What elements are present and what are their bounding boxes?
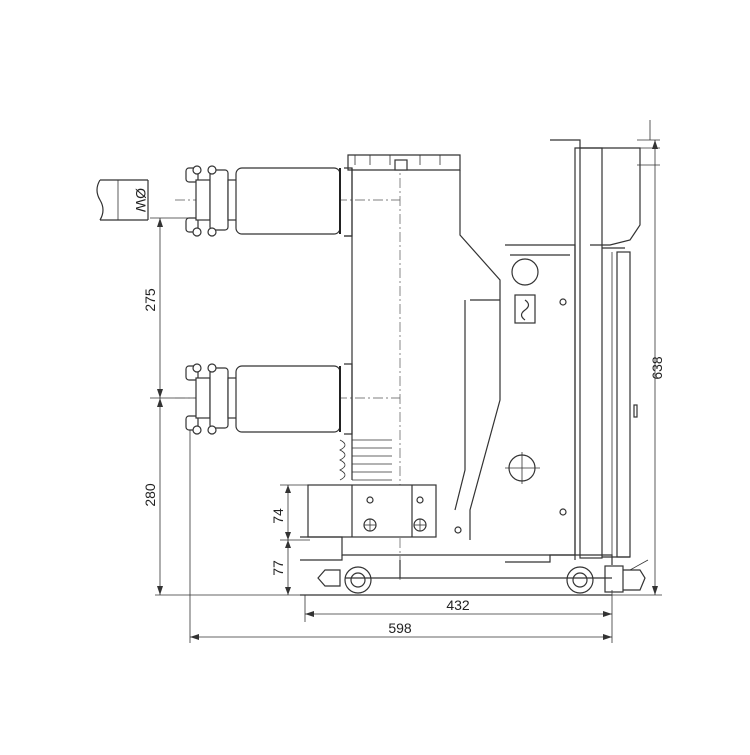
small-vertical-dimensions: 74 77	[270, 484, 310, 595]
mechanism-frame	[454, 244, 576, 563]
lower-contact-arm	[175, 363, 400, 435]
dim-275: 275	[142, 288, 158, 312]
dim-598: 598	[388, 620, 412, 636]
dim-638: 638	[649, 356, 665, 380]
bottom-dimensions: 432 598	[189, 430, 613, 643]
dim-432: 432	[446, 597, 470, 613]
conductor-detail: ØW	[96, 179, 149, 221]
conductor-diameter-label: ØW	[133, 188, 149, 213]
right-dimension: 638	[612, 140, 665, 596]
dim-77: 77	[270, 560, 286, 576]
dim-280: 280	[142, 483, 158, 507]
front-panel	[550, 120, 660, 560]
left-dimension-chain: 275 280	[142, 217, 210, 595]
chassis	[300, 484, 649, 596]
upper-contact-arm	[175, 165, 400, 237]
dim-74: 74	[270, 508, 286, 524]
